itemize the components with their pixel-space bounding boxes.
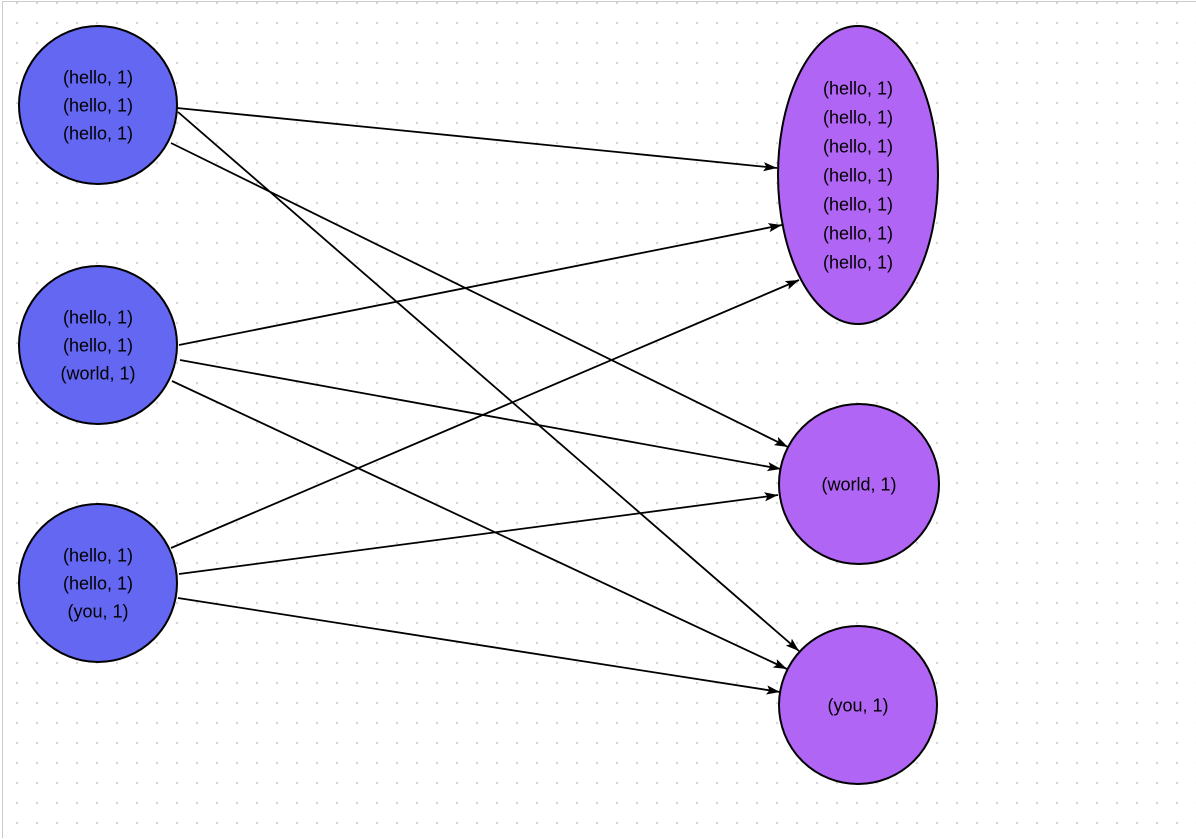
node-label-line: (hello, 1) — [63, 307, 133, 327]
node-label-reduce-hello: (hello, 1) (hello, 1) (hello, 1) (hello, 1)… — [823, 78, 893, 272]
node-label-line: (hello, 1) — [63, 335, 133, 355]
node-label-line: (hello, 1) — [63, 67, 133, 87]
node-reduce-hello[interactable]: (hello, 1) (hello, 1) (hello, 1) (hello, 1)… — [778, 26, 938, 324]
node-label-map-2: (hello, 1) (hello, 1) (world, 1) — [60, 307, 135, 383]
node-map-2[interactable]: (hello, 1) (hello, 1) (world, 1) — [19, 266, 177, 424]
edge-map-2-to-reduce-hello — [179, 225, 782, 345]
node-label-line: (world, 1) — [60, 363, 135, 383]
node-reduce-world[interactable]: (world, 1) — [779, 404, 939, 564]
edge-map-1-to-reduce-hello — [177, 108, 777, 168]
node-label-line: (hello, 1) — [823, 78, 893, 98]
node-reduce-you[interactable]: (you, 1) — [779, 626, 937, 784]
edge-map-3-to-reduce-hello — [171, 280, 799, 548]
node-label-line: (world, 1) — [821, 474, 896, 494]
edge-map-2-to-reduce-you — [172, 381, 787, 669]
edge-layer — [171, 108, 799, 692]
node-map-3[interactable]: (hello, 1) (hello, 1) (you, 1) — [19, 504, 177, 662]
node-label-line: (hello, 1) — [63, 95, 133, 115]
edge-map-3-to-reduce-you — [178, 598, 780, 692]
node-label-line: (hello, 1) — [823, 194, 893, 214]
node-map-1[interactable]: (hello, 1) (hello, 1) (hello, 1) — [19, 26, 177, 184]
node-label-line: (hello, 1) — [823, 136, 893, 156]
node-label-line: (hello, 1) — [63, 545, 133, 565]
node-label-line: (hello, 1) — [823, 252, 893, 272]
node-label-reduce-you: (you, 1) — [827, 695, 888, 715]
node-label-line: (hello, 1) — [823, 223, 893, 243]
node-label-line: (you, 1) — [827, 695, 888, 715]
node-label-map-3: (hello, 1) (hello, 1) (you, 1) — [63, 545, 133, 621]
node-label-reduce-world: (world, 1) — [821, 474, 896, 494]
node-label-line: (hello, 1) — [63, 123, 133, 143]
node-label-line: (you, 1) — [67, 601, 128, 621]
node-label-map-1: (hello, 1) (hello, 1) (hello, 1) — [63, 67, 133, 143]
edge-map-2-to-reduce-world — [180, 360, 781, 469]
edge-map-1-to-reduce-you — [178, 112, 799, 651]
node-label-line: (hello, 1) — [63, 573, 133, 593]
node-label-line: (hello, 1) — [823, 107, 893, 127]
node-label-line: (hello, 1) — [823, 165, 893, 185]
edge-map-1-to-reduce-world — [171, 143, 788, 447]
